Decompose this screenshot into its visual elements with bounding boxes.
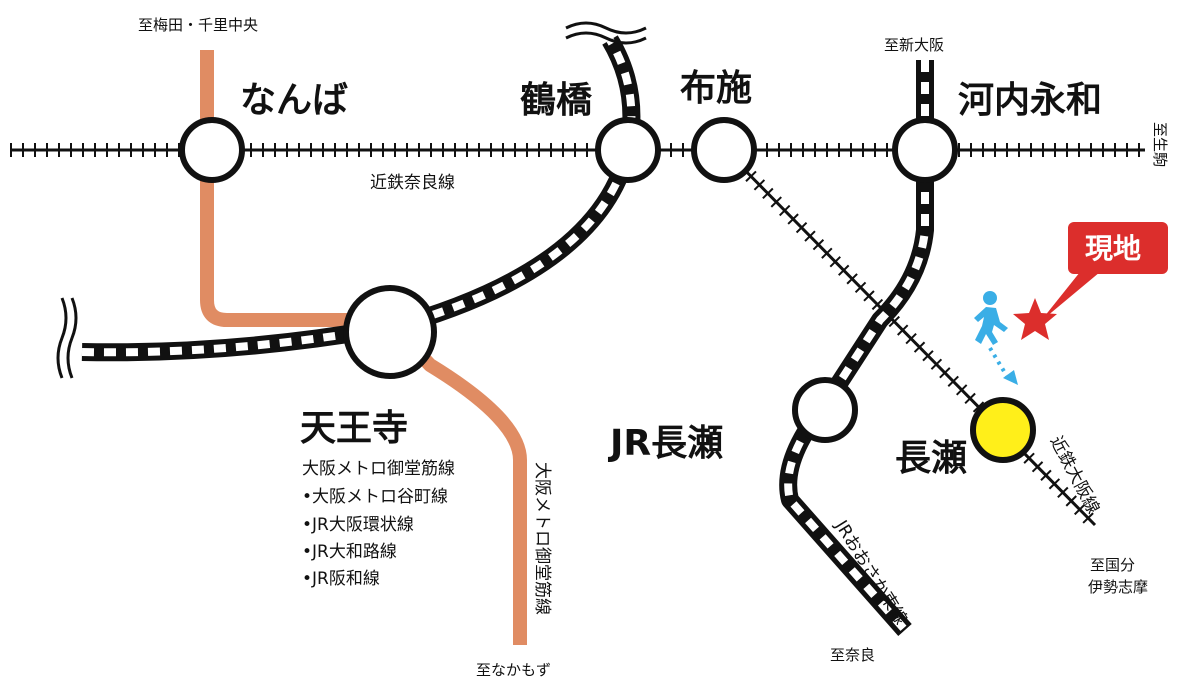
- tennoji-line-2: •大阪メトロ谷町線: [302, 487, 448, 507]
- destination-umeda: 至梅田・千里中央: [138, 16, 258, 34]
- callout-label: 現地: [1085, 232, 1141, 265]
- destination-kokubu-1: 至国分: [1090, 556, 1135, 574]
- kintetsu-osaka-line: [720, 145, 1100, 530]
- destination-ikoma: 至生駒: [1151, 122, 1169, 167]
- jr-osaka-higashi-line: [779, 60, 934, 636]
- station-label-kawachi-eiwa: 河内永和: [958, 80, 1102, 121]
- break-mark-west: [56, 297, 78, 379]
- midosuji-line: [200, 50, 527, 645]
- station-tennoji[interactable]: [343, 285, 437, 379]
- destination-shin-osaka: 至新大阪: [884, 36, 944, 54]
- station-label-nagase: 長瀬: [895, 438, 967, 479]
- walking-person-icon: [974, 291, 1008, 345]
- jr-line-tennoji-west: [81, 319, 387, 362]
- break-mark-north: [565, 21, 647, 45]
- station-label-tsuruhashi: 鶴橋: [520, 80, 592, 121]
- station-jr-nagase[interactable]: [792, 377, 858, 443]
- destination-kokubu-2: 伊勢志摩: [1088, 578, 1148, 596]
- station-tsuruhashi[interactable]: [595, 117, 661, 183]
- station-label-fuse: 布施: [680, 68, 752, 109]
- location-callout: 現地: [1040, 222, 1168, 322]
- tennoji-line-3: •JR大阪環状線: [302, 515, 414, 535]
- station-namba[interactable]: [179, 117, 245, 183]
- line-label-metro-midosuji: 大阪メトロ御堂筋線: [532, 462, 552, 615]
- walking-path-arrow: [988, 346, 1010, 380]
- star-icon: [1013, 298, 1057, 340]
- destination-nara: 至奈良: [830, 646, 875, 664]
- tennoji-line-1: 大阪メトロ御堂筋線: [302, 459, 455, 479]
- station-kawachi-eiwa[interactable]: [892, 117, 958, 183]
- walking-arrowhead: [1003, 370, 1018, 385]
- station-label-jr-nagase: JR長瀬: [607, 423, 723, 464]
- destination-nakamozu: 至なかもず: [476, 661, 551, 679]
- tennoji-line-5: •JR阪和線: [302, 569, 380, 589]
- line-label-kintetsu-nara: 近鉄奈良線: [370, 173, 455, 193]
- station-label-tennoji: 天王寺: [300, 408, 408, 449]
- station-fuse[interactable]: [691, 117, 757, 183]
- tennoji-line-4: •JR大和路線: [302, 542, 397, 562]
- station-label-namba: なんば: [240, 80, 348, 121]
- station-nagase[interactable]: [970, 397, 1036, 463]
